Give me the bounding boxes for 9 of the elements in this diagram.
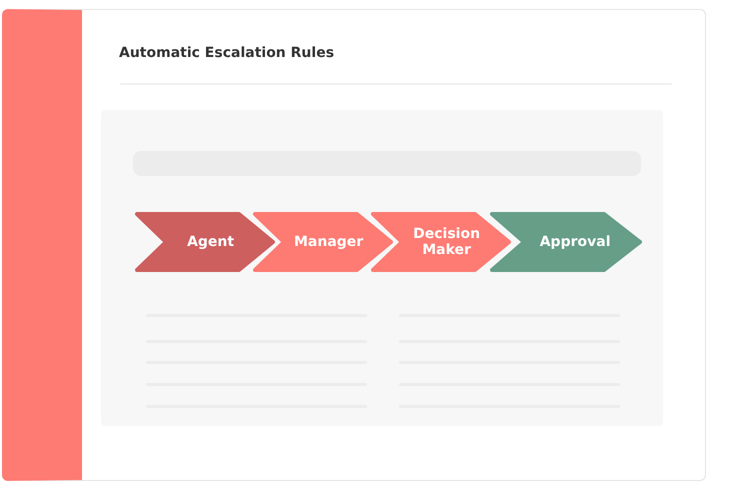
- step-label: Decision Maker: [412, 226, 482, 258]
- chevron-step: [371, 212, 511, 272]
- step-label: Manager: [292, 234, 364, 250]
- chevron-step: [135, 212, 275, 272]
- chevron-step: [253, 212, 393, 272]
- chevron-step: [490, 212, 642, 272]
- page-title: Automatic Escalation Rules: [119, 45, 334, 61]
- step-label: Approval: [538, 234, 612, 250]
- step-label: Agent: [186, 234, 236, 250]
